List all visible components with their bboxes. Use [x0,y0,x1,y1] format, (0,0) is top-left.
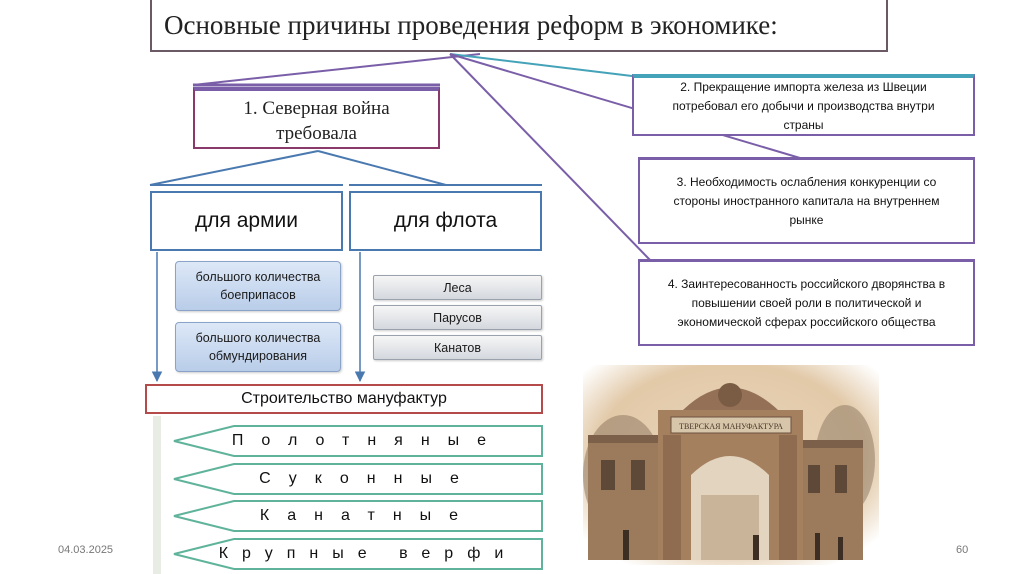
fleet-need-ropes: Канатов [373,335,542,360]
northern-war-box: 1. Северная война требовала [193,87,440,149]
manufacturing-box: Строительство мануфактур [145,384,543,414]
reason-line: рынке [789,212,824,227]
manufactory-type-rope: Канатные [172,499,544,533]
fleet-box: для флота [349,191,542,251]
manufactory-type-label: Суконные [259,470,477,487]
northern-war-line2: требовала [276,123,357,144]
army-need-uniforms: большого количества обмундирования [175,322,341,372]
reason-line: 4. Заинтересованность российского дворян… [667,276,946,291]
manufacturing-label: Строительство мануфактур [241,390,447,407]
army-need-line: боеприпасов [220,288,296,302]
northern-war-line1: 1. Северная война [243,98,390,119]
manufactory-type-label: Полотняные [231,432,505,449]
fleet-label: для флота [393,209,498,232]
arrow-shape [173,538,543,570]
army-need-ammunition: большого количества боеприпасов [175,261,341,311]
reason-line: стороны иностранного капитала на внутрен… [673,193,940,208]
manufactory-type-shipyards: Крупные верфи [172,537,544,571]
manufactory-type-linen: Полотняные [172,424,544,458]
reason-foreign-competition: 3. Необходимость ослабления конкуренции … [638,158,975,244]
page-title: Основные причины проведения реформ в эко… [150,0,888,52]
reason-nobility-interest: 4. Заинтересованность российского дворян… [638,260,975,346]
fleet-need-label: Леса [443,280,472,295]
page-number: 60 [956,544,969,556]
manufactory-type-cloth: Суконные [172,462,544,496]
arrow-shape [173,425,543,457]
army-need-line: большого количества [195,270,321,284]
gate-sign-text: ТВЕРСКАЯ МАНУФАКТУРА [679,422,783,431]
reason-line: экономической сферах российского обществ… [677,314,936,329]
army-need-line: большого количества [195,331,321,345]
army-box: для армии [150,191,343,251]
fleet-need-label: Парусов [433,310,482,325]
arrow-shape [173,500,543,532]
reason-line: 2. Прекращение импорта железа из Швеции [680,79,927,94]
manufactory-gate-photo: ТВЕРСКАЯ МАНУФАКТУРА [583,365,879,565]
reason-iron-import: 2. Прекращение импорта железа из Швеции … [632,74,975,136]
arrow-shape [173,463,543,495]
gate-illustration: ТВЕРСКАЯ МАНУФАКТУРА [583,365,879,565]
fleet-need-sails: Парусов [373,305,542,330]
reason-line: повышении своей роли в политической и [691,295,922,310]
reason-line: страны [783,117,824,132]
fleet-need-label: Канатов [434,340,481,355]
army-label: для армии [195,209,298,232]
manufactory-type-label: Крупные верфи [218,545,518,562]
footer-date: 04.03.2025 [58,544,114,556]
reason-line: 3. Необходимость ослабления конкуренции … [676,174,937,189]
reason-line: потребовал его добычи и производства вну… [672,98,935,113]
fleet-need-timber: Леса [373,275,542,300]
manufactory-type-label: Канатные [259,507,477,524]
army-need-line: обмундирования [208,349,307,363]
